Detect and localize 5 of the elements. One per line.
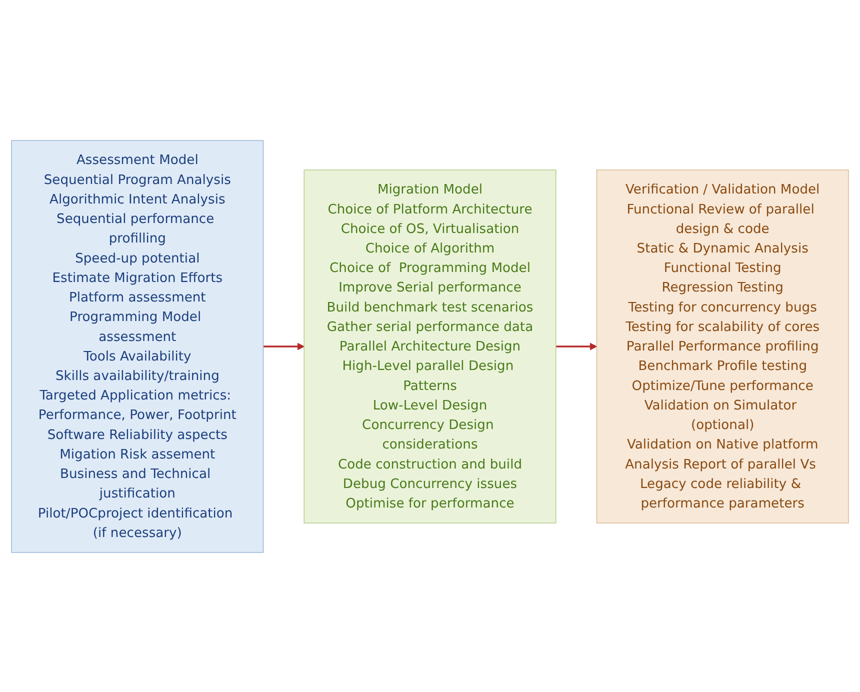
arrow bbox=[556, 342, 598, 350]
node-box: Migration Model Choice of Platform Architecture Choice of OS, Virtualisation Choice of Algorithm Choice of Programming Model Improve Serial performance Build benchmark test scenarios Gather serial performance data Parallel Architecture Design High-Level parallel Design Patterns Low-Level Design Concurrency Design considerations Code construction and build Debug Concurrency issues Optimise for performance bbox=[304, 169, 556, 523]
node-box: Verification / Validation Model Functional Review of parallel design & code Static & Dynamic Analysis Functional Testing Regression Testing Testing for concurrency bugs Testing for scalability of cores Parallel Performance profiling Benchmark Profile testing Optimize/Tune performance Validation on Simulator (optional) Validation on Native platform Analysis Report of parallel Vs Legacy code reliability & performance parameters bbox=[596, 169, 849, 523]
arrow bbox=[263, 342, 304, 350]
node-box: Assessment Model Sequential Program Analysis Algorithmic Intent Analysis Sequential performance profilling Speed-up potential Estimate Migration Efforts Platform assessment Programming Model assessment Tools Availability Skills availability/training Targeted Application metrics: Performance, Power, Footprint Software Reliability aspects Migation Risk assement Business and Technical justification Pilot/POCproject identification (if necessary) bbox=[11, 140, 264, 552]
